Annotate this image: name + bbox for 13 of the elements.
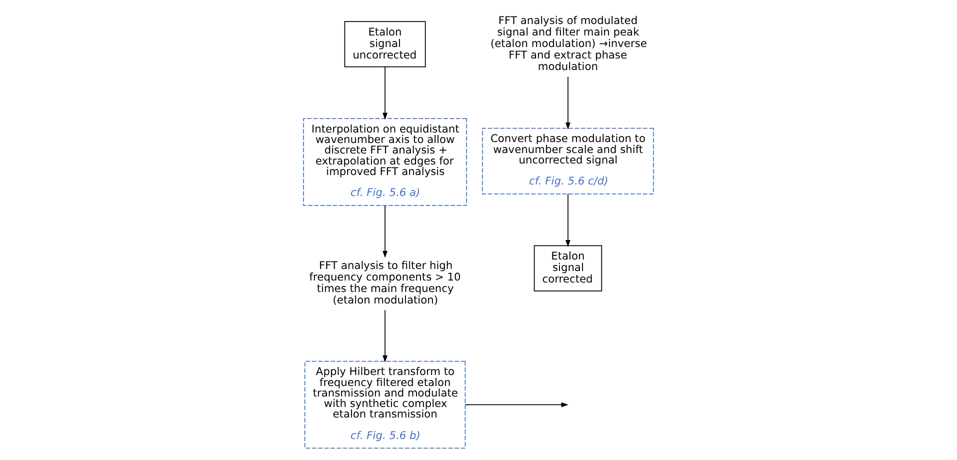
arrow xyxy=(382,205,388,258)
node-box: Etalon signal uncorrected xyxy=(344,21,426,68)
arrow xyxy=(382,66,388,120)
node-box: Convert phase modulation to wavenumber scale and shift uncorrected signal cf. Fig. 5.6 c/d) xyxy=(482,128,654,194)
arrow xyxy=(464,402,568,408)
node-text: FFT analysis to filter high frequency components > 10 times the main frequency (etalon modulation) xyxy=(309,258,461,306)
node-box: Interpolation on equidistant wavenumber axis to allow discrete FFT analysis + extrapolation at edges for improved FFT analysis cf. Fig. 5.6 a) xyxy=(303,118,467,206)
node-text: FFT analysis of modulated signal and filter main peak (etalon modulation) →inverse FFT and extract phase modulation xyxy=(490,14,647,73)
arrow xyxy=(382,310,388,362)
node-box: Apply Hilbert transform to frequency filtered etalon transmission and modulate with synthetic complex etalon transmission cf. Fig. 5.6 b) xyxy=(304,360,466,449)
arrow xyxy=(565,194,570,248)
node-box: Etalon signal corrected xyxy=(534,245,602,292)
arrow xyxy=(565,76,570,130)
